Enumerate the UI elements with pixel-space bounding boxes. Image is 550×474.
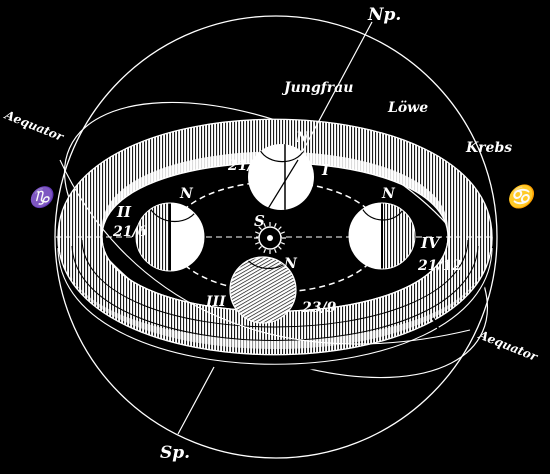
sun-ray bbox=[274, 222, 277, 228]
sun-ray bbox=[278, 226, 282, 230]
north-pole-label: Np. bbox=[367, 5, 401, 25]
earth-2-pole: N bbox=[179, 186, 194, 202]
zodiac-label-loewe: Löwe bbox=[387, 100, 428, 116]
zodiac-label-jungfrau: Jungfrau bbox=[281, 80, 353, 96]
capricorn-symbol: ♑ bbox=[28, 185, 57, 209]
earth-4-date: 21/12 bbox=[417, 258, 462, 274]
earth-4-pole: N bbox=[381, 186, 396, 202]
sun-ray bbox=[280, 242, 286, 245]
earth-4-numeral: IV bbox=[420, 234, 441, 252]
earth-position-1 bbox=[248, 144, 314, 213]
earth-1-pole: N bbox=[295, 130, 310, 146]
earth-2-date: 21/6 bbox=[112, 224, 148, 240]
sun-ray bbox=[278, 246, 282, 250]
sun-ray bbox=[254, 242, 260, 245]
cancer-symbol: ♋ bbox=[506, 184, 538, 210]
sun-ray bbox=[274, 248, 277, 254]
earth-3-pole: N bbox=[283, 256, 298, 272]
celestial-equator-front bbox=[59, 159, 471, 345]
earth-1-date: 21/3 bbox=[227, 158, 263, 174]
earth-1-numeral: I bbox=[321, 161, 330, 179]
world-axis-lower bbox=[177, 366, 215, 435]
earth-3-numeral: III bbox=[205, 294, 226, 310]
earth-position-2 bbox=[135, 202, 205, 272]
sun-label: S bbox=[254, 212, 265, 230]
earth-3-date: 23/9 bbox=[301, 300, 337, 316]
zodiac-label-krebs: Krebs bbox=[465, 140, 512, 156]
sun-ray bbox=[254, 231, 260, 234]
south-pole-label: Sp. bbox=[160, 443, 190, 463]
sun-ray bbox=[258, 246, 262, 250]
zodiac-band bbox=[57, 100, 493, 384]
sun-ray bbox=[263, 222, 266, 228]
world-axis-upper bbox=[297, 21, 373, 161]
earth-2-numeral: II bbox=[116, 203, 132, 221]
celestial-sphere-outline bbox=[54, 15, 498, 459]
sun-ray bbox=[258, 226, 262, 230]
sun-ray bbox=[280, 231, 286, 234]
sun bbox=[254, 222, 286, 254]
sun-ray bbox=[263, 248, 266, 254]
